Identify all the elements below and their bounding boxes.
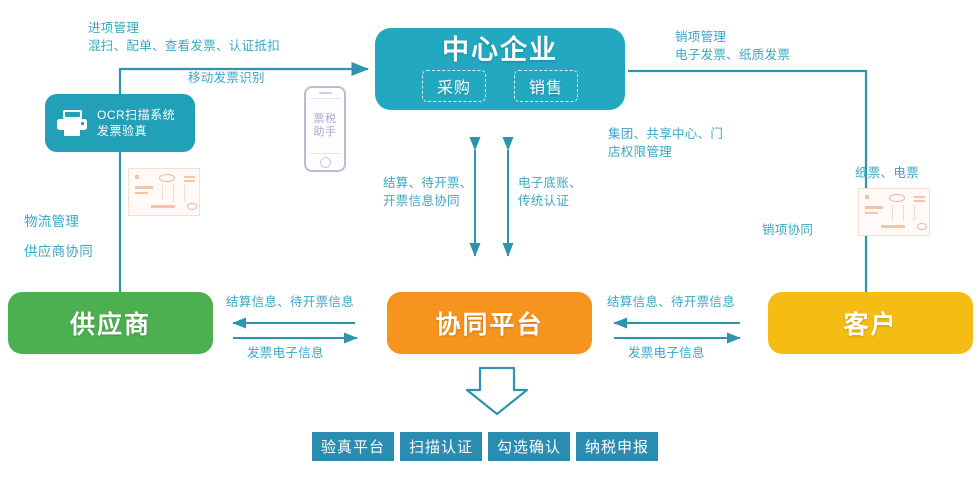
node-collaboration-platform-title: 协同平台 <box>435 311 544 339</box>
node-center-enterprise-title: 中心企业 <box>442 35 558 65</box>
tag-scan-authentication[interactable]: 扫描认证 <box>400 432 483 461</box>
label-group-authorization-line2: 店权限管理 <box>608 145 673 159</box>
label-logistics-management: 物流管理 <box>24 214 80 229</box>
wire-center-to-customer <box>628 69 868 293</box>
label-paper-and-electronic-invoice: 纸票、电票 <box>855 166 920 180</box>
node-center-enterprise[interactable]: 中心企业 采购 销售 <box>375 28 625 110</box>
center-enterprise-subchips: 采购 销售 <box>421 70 579 102</box>
tag-checkbox-confirmation[interactable]: 勾选确认 <box>488 432 571 461</box>
label-electronic-ledger-line2: 传统认证 <box>518 194 570 208</box>
phone-speaker-icon <box>318 92 332 94</box>
phone-home-button-icon <box>319 157 331 168</box>
bottom-tag-row: 验真平台 扫描认证 勾选确认 纳税申报 <box>312 432 659 461</box>
node-ocr-scanner[interactable]: OCR扫描系统 发票验真 <box>45 94 195 152</box>
wire-left-to-center <box>118 61 370 293</box>
label-group-authorization-line1: 集团、共享中心、门 <box>608 127 724 141</box>
node-supplier-title: 供应商 <box>69 311 151 339</box>
tag-verification-platform[interactable]: 验真平台 <box>312 432 395 461</box>
invoice-thumbnail-left <box>128 168 200 216</box>
node-ocr-scanner-text: OCR扫描系统 发票验真 <box>97 107 175 139</box>
label-inbound-management-line1: 进项管理 <box>88 21 140 35</box>
ocr-line-2: 发票验真 <box>97 124 148 138</box>
phone-screen: 票税助手 <box>309 98 341 154</box>
label-right-settlement-info: 结算信息、待开票信息 <box>607 295 736 309</box>
label-outbound-collaboration: 销项协同 <box>762 223 814 237</box>
hollow-down-arrow-icon <box>465 366 529 416</box>
node-supplier[interactable]: 供应商 <box>8 292 213 354</box>
label-mobile-invoice-recognition: 移动发票识别 <box>188 71 265 85</box>
label-outbound-management-line2: 电子发票、纸质发票 <box>675 48 791 62</box>
label-supplier-collaboration: 供应商协同 <box>24 244 93 259</box>
label-settlement-pending-line1: 结算、待开票、 <box>383 176 473 190</box>
label-right-invoice-electronic-info: 发票电子信息 <box>628 346 705 360</box>
node-collaboration-platform[interactable]: 协同平台 <box>387 292 592 354</box>
label-electronic-ledger-line1: 电子底账、 <box>518 176 583 190</box>
label-inbound-management-line2: 混扫、配单、查看发票、认证抵扣 <box>88 39 281 53</box>
tag-tax-declaration[interactable]: 纳税申报 <box>576 432 659 461</box>
node-customer[interactable]: 客户 <box>768 292 973 354</box>
phone-app-name: 票税助手 <box>313 113 337 138</box>
invoice-thumbnail-right <box>858 188 930 236</box>
chip-sales[interactable]: 销售 <box>514 70 579 102</box>
node-customer-title: 客户 <box>843 311 898 339</box>
label-left-invoice-electronic-info: 发票电子信息 <box>247 346 324 360</box>
chip-procurement[interactable]: 采购 <box>421 70 486 102</box>
ocr-line-1: OCR扫描系统 <box>97 108 176 122</box>
printer-scanner-icon <box>57 110 87 136</box>
phone-mockup[interactable]: 票税助手 <box>304 86 346 172</box>
label-outbound-management-line1: 销项管理 <box>675 30 727 44</box>
label-settlement-pending-line2: 开票信息协同 <box>383 194 460 208</box>
label-left-settlement-info: 结算信息、待开票信息 <box>226 295 355 309</box>
